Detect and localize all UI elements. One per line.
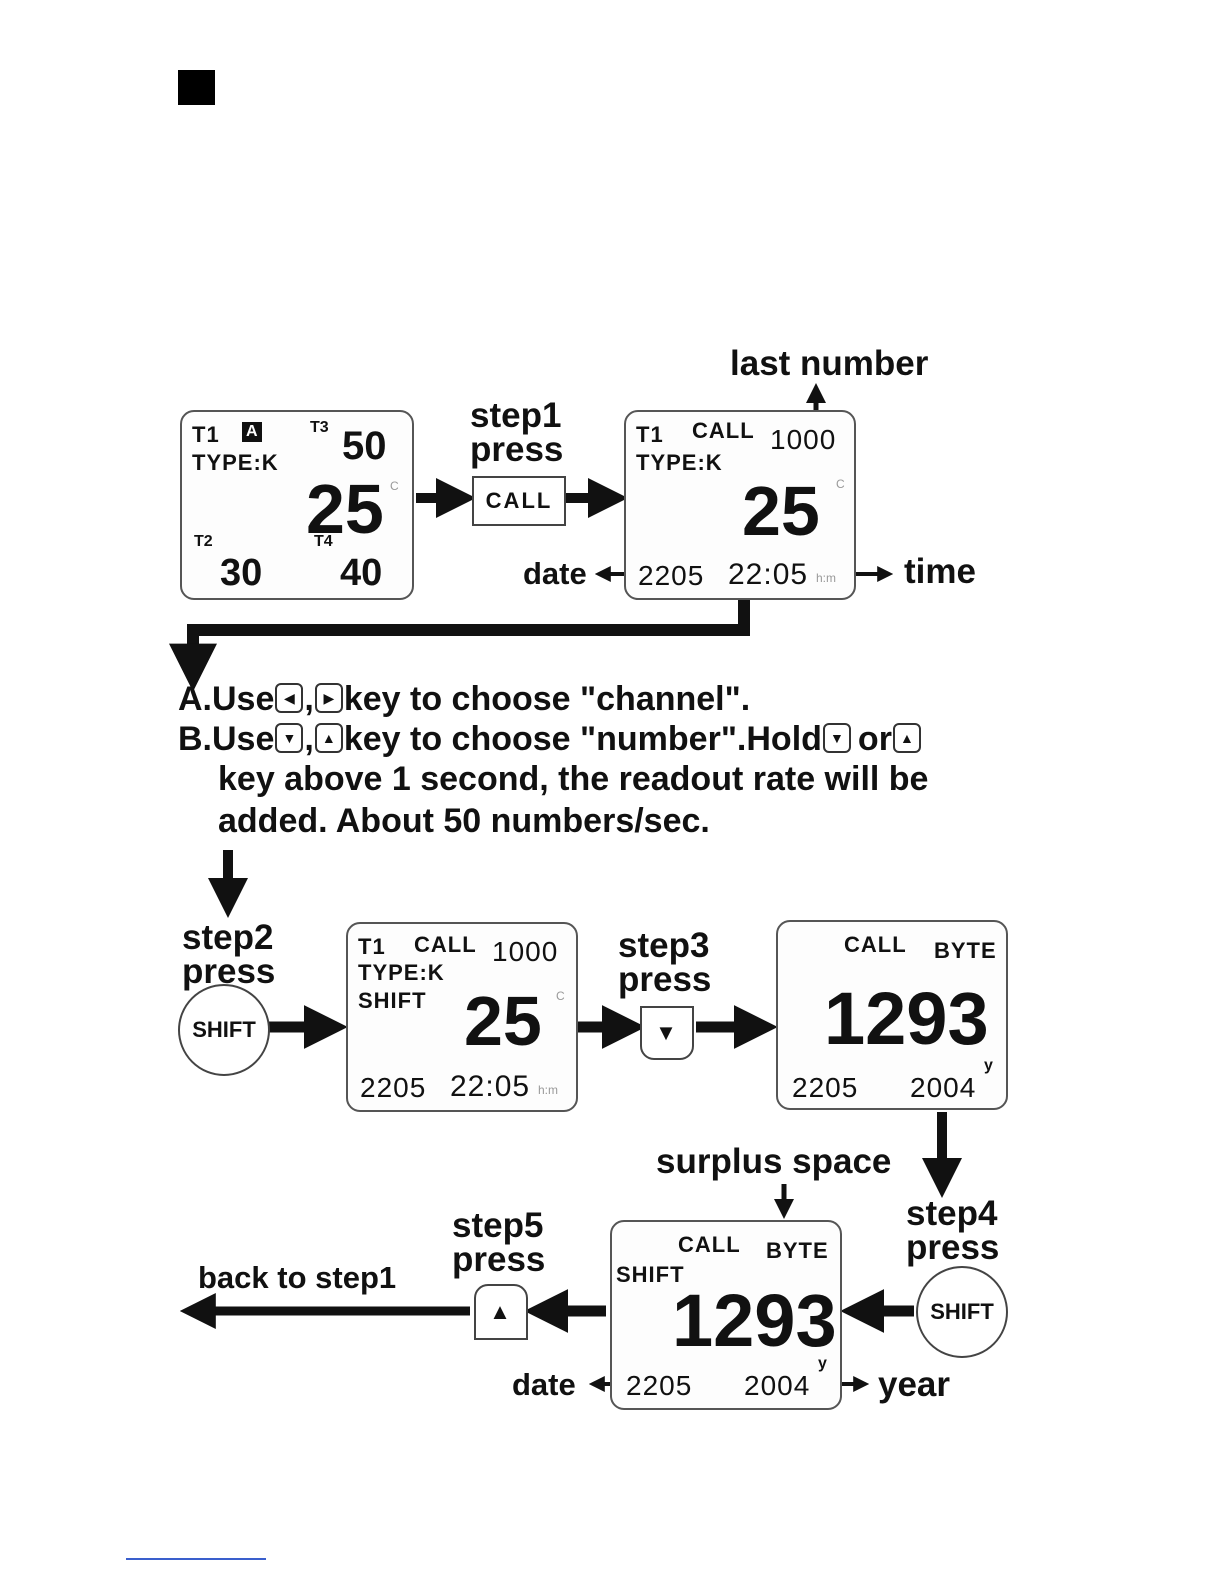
lcd1-t4: T4 xyxy=(314,533,333,550)
lcd1-t2: T2 xyxy=(194,533,213,550)
lcd1-t3-value: 50 xyxy=(342,424,387,468)
instruction-b-line3: key above 1 second, the readout rate wil… xyxy=(218,760,929,798)
up-triangle-icon: ▲ xyxy=(892,723,921,754)
lcd3-date: 2205 xyxy=(360,1072,427,1103)
label-step4-press: press xyxy=(906,1228,1000,1267)
lcd-display-5: CALL BYTE SHIFT 1293 2205 2004 y xyxy=(610,1220,842,1410)
lcd4-date: 2205 xyxy=(792,1072,859,1103)
label-step1-press: press xyxy=(470,430,564,469)
label-time: time xyxy=(904,552,976,591)
lcd4-byte: BYTE xyxy=(934,938,997,963)
arrow-elbow-to-instructions xyxy=(169,600,750,692)
lcd3-unit: C xyxy=(556,989,565,1003)
lcd3-number: 1000 xyxy=(492,936,559,967)
lcd2-unit: C xyxy=(836,477,845,491)
up-key-step5[interactable]: ▲ xyxy=(474,1284,528,1340)
left-triangle-icon: ◀ xyxy=(275,683,304,714)
lcd1-type: TYPE:K xyxy=(192,450,279,475)
lcd5-byte: BYTE xyxy=(766,1238,829,1263)
shift-key-step2[interactable]: SHIFT xyxy=(178,984,270,1076)
instruction-a-comma: , xyxy=(304,680,314,718)
label-date-bottom: date xyxy=(512,1367,576,1402)
up-triangle-icon: ▲ xyxy=(489,1299,513,1324)
shift-key-step4[interactable]: SHIFT xyxy=(916,1266,1008,1358)
lcd5-shift: SHIFT xyxy=(616,1262,685,1287)
lcd3-hm: h:m xyxy=(538,1083,559,1097)
down-triangle-icon: ▼ xyxy=(275,723,304,754)
section-bullet-square xyxy=(178,70,215,105)
lcd2-t1: T1 xyxy=(636,422,664,447)
instruction-a-suffix: key to choose "channel". xyxy=(343,680,751,718)
lcd4-call: CALL xyxy=(844,932,907,957)
label-date-top: date xyxy=(523,556,587,591)
lcd1-t4-value: 40 xyxy=(340,552,383,594)
instruction-b-prefix: B.Use xyxy=(178,720,275,758)
lcd5-year-unit: y xyxy=(818,1355,827,1372)
lcd2-number: 1000 xyxy=(770,424,837,455)
instruction-a: A.Use◀,▶key to choose "channel". xyxy=(178,682,750,716)
lcd-display-1: T1 A T3 50 TYPE:K 25 C T2 30 T4 40 xyxy=(180,410,414,600)
instruction-b-comma: , xyxy=(304,720,314,758)
lcd-display-4: CALL BYTE 1293 2205 2004 y xyxy=(776,920,1008,1110)
label-step5-press: press xyxy=(452,1240,546,1279)
lcd4-year-unit: y xyxy=(984,1057,993,1074)
lcd2-main-value: 25 xyxy=(742,472,820,550)
lcd4-main-value: 1293 xyxy=(824,977,989,1060)
up-triangle-icon: ▲ xyxy=(314,723,343,754)
instruction-b-or: or xyxy=(857,720,892,758)
label-step5: step5 xyxy=(452,1206,544,1245)
lcd2-call: CALL xyxy=(692,418,755,443)
footer-rule xyxy=(126,1558,266,1560)
label-last-number: last number xyxy=(730,344,929,383)
label-step4: step4 xyxy=(906,1194,998,1233)
instruction-b-line4: added. About 50 numbers/sec. xyxy=(218,802,710,840)
lcd2-time: 22:05 xyxy=(728,558,809,591)
lcd3-shift: SHIFT xyxy=(358,988,427,1013)
label-step3: step3 xyxy=(618,926,710,965)
lcd1-t3: T3 xyxy=(310,419,329,436)
instruction-b-mid: key to choose "number".Hold xyxy=(343,720,822,758)
label-back-to-step1: back to step1 xyxy=(198,1260,397,1295)
lcd1-t1: T1 xyxy=(192,422,220,447)
lcd-display-2: T1 CALL 1000 TYPE:K 25 C 2205 22:05 h:m xyxy=(624,410,856,600)
lcd3-time: 22:05 xyxy=(450,1070,531,1103)
label-step3-press: press xyxy=(618,960,712,999)
lcd5-year: 2004 xyxy=(744,1370,811,1401)
lcd3-t1: T1 xyxy=(358,934,386,959)
label-step2: step2 xyxy=(182,918,274,957)
lcd5-main-value: 1293 xyxy=(672,1279,837,1362)
lcd1-main-value: 25 xyxy=(306,470,384,548)
down-triangle-icon: ▼ xyxy=(822,723,851,754)
lcd4-year: 2004 xyxy=(910,1072,977,1103)
label-step1: step1 xyxy=(470,396,562,435)
call-key[interactable]: CALL xyxy=(472,476,566,526)
lcd1-t2-value: 30 xyxy=(220,552,263,594)
instruction-a-prefix: A.Use xyxy=(178,680,275,718)
lcd2-type: TYPE:K xyxy=(636,450,723,475)
right-triangle-icon: ▶ xyxy=(314,683,343,714)
instruction-b: B.Use▼,▲key to choose "number".Hold▼or▲ xyxy=(178,722,922,756)
lcd5-date: 2205 xyxy=(626,1370,693,1401)
lcd1-a-badge: A xyxy=(242,422,262,442)
lcd-display-3: T1 CALL 1000 TYPE:K SHIFT 25 C 2205 22:0… xyxy=(346,922,578,1112)
lcd3-call: CALL xyxy=(414,932,477,957)
lcd3-main-value: 25 xyxy=(464,982,542,1060)
label-year: year xyxy=(878,1365,951,1404)
lcd1-unit: C xyxy=(390,479,399,493)
lcd2-date: 2205 xyxy=(638,560,705,591)
lcd5-call: CALL xyxy=(678,1232,741,1257)
down-triangle-icon: ▼ xyxy=(655,1020,679,1045)
down-key-step3[interactable]: ▼ xyxy=(640,1006,694,1060)
lcd3-type: TYPE:K xyxy=(358,960,445,985)
label-step2-press: press xyxy=(182,952,276,991)
lcd2-hm: h:m xyxy=(816,571,837,585)
label-surplus-space: surplus space xyxy=(656,1142,892,1181)
